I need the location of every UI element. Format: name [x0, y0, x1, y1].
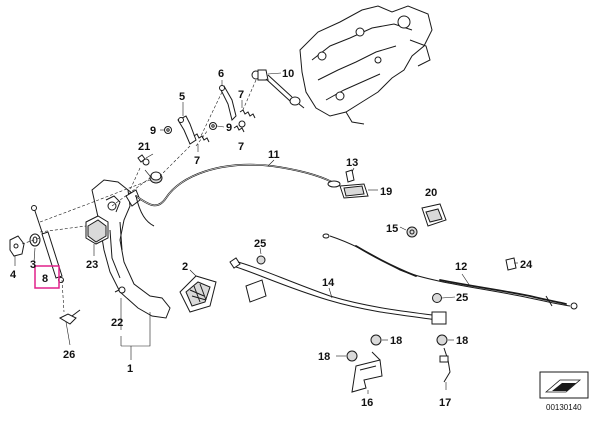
callout-2: 2	[182, 261, 188, 273]
part-6-bracket	[219, 85, 237, 121]
callout-13: 13	[346, 157, 358, 169]
callout-21: 21	[138, 141, 150, 153]
gearbox-housing	[299, 5, 433, 125]
callout-12: 12	[455, 261, 467, 273]
part-10-linkage-rod	[251, 69, 305, 109]
assembly-guide-lines	[21, 79, 257, 313]
part-7-spring-mid	[193, 133, 210, 143]
part-11-cable	[135, 163, 333, 227]
part-22-bolt	[114, 286, 126, 294]
part-25-nut-upper	[256, 255, 266, 265]
callout-18-left: 18	[318, 351, 330, 363]
callout-1: 1	[127, 363, 133, 375]
callout-14: 14	[322, 277, 335, 289]
callout-5: 5	[179, 91, 185, 103]
part-7-spring-upper	[238, 109, 256, 128]
part-19-mount	[339, 183, 369, 199]
part-23-bracket	[85, 215, 109, 245]
callout-7-upper: 7	[238, 89, 244, 101]
callout-26: 26	[63, 349, 75, 361]
callout-20: 20	[425, 187, 437, 199]
part-3-washer	[29, 233, 41, 247]
callout-8: 8	[42, 273, 48, 285]
part-20-block	[421, 203, 447, 227]
callout-23: 23	[86, 259, 98, 271]
callout-25-upper: 25	[254, 238, 266, 250]
part-24-clip	[505, 257, 517, 271]
callout-18-mid: 18	[390, 335, 402, 347]
highlight-box-8	[34, 265, 60, 289]
part-18-nut-right	[436, 334, 448, 346]
part-7-spring-lower	[233, 125, 245, 133]
bushing-near-pedal	[149, 171, 163, 184]
callout-7-lower: 7	[238, 141, 244, 153]
part-12-cable	[322, 233, 578, 310]
callout-10: 10	[282, 68, 294, 80]
callout-11: 11	[268, 149, 280, 161]
part-15-nut	[406, 226, 418, 238]
callout-labels: 6 10 5 7 9 9 7 7 21 11 13 19 20 15 25 12…	[10, 68, 533, 409]
part-18-nut-mid	[370, 334, 382, 346]
callout-9-right: 9	[226, 122, 232, 134]
part-9-clip-right	[209, 122, 217, 130]
diagram-id: 00130140	[546, 403, 582, 412]
part-9-clip-left	[164, 126, 172, 134]
part-5-lever	[177, 115, 197, 145]
part-18-nut-left	[346, 350, 358, 362]
part-26-clip	[58, 309, 81, 325]
callout-17: 17	[439, 397, 451, 409]
callout-15: 15	[386, 223, 398, 235]
part-4-bracket	[9, 235, 25, 257]
callout-16: 16	[361, 397, 373, 409]
callout-4: 4	[10, 269, 17, 281]
part-16-bracket	[351, 351, 383, 393]
callout-25-lower: 25	[456, 292, 468, 304]
callout-3: 3	[30, 259, 36, 271]
part-17-clip	[439, 347, 451, 383]
cable-end-fitting	[327, 180, 341, 188]
part-14-cable	[229, 257, 447, 325]
part-13-clip	[345, 169, 355, 183]
callout-18-right: 18	[456, 335, 468, 347]
part-2-pedal-pad	[179, 275, 217, 313]
part-25-nut-lower	[432, 293, 442, 303]
callout-24: 24	[520, 259, 533, 271]
view-direction-arrow-icon	[539, 371, 589, 399]
callout-22: 22	[111, 317, 123, 329]
part-1-pedal-assembly	[91, 179, 171, 319]
callout-6: 6	[218, 68, 224, 80]
callout-19: 19	[380, 186, 392, 198]
callout-7-mid: 7	[194, 155, 200, 167]
leader-lines	[14, 72, 518, 394]
callout-9-left: 9	[150, 125, 156, 137]
part-21-pin	[137, 154, 150, 166]
